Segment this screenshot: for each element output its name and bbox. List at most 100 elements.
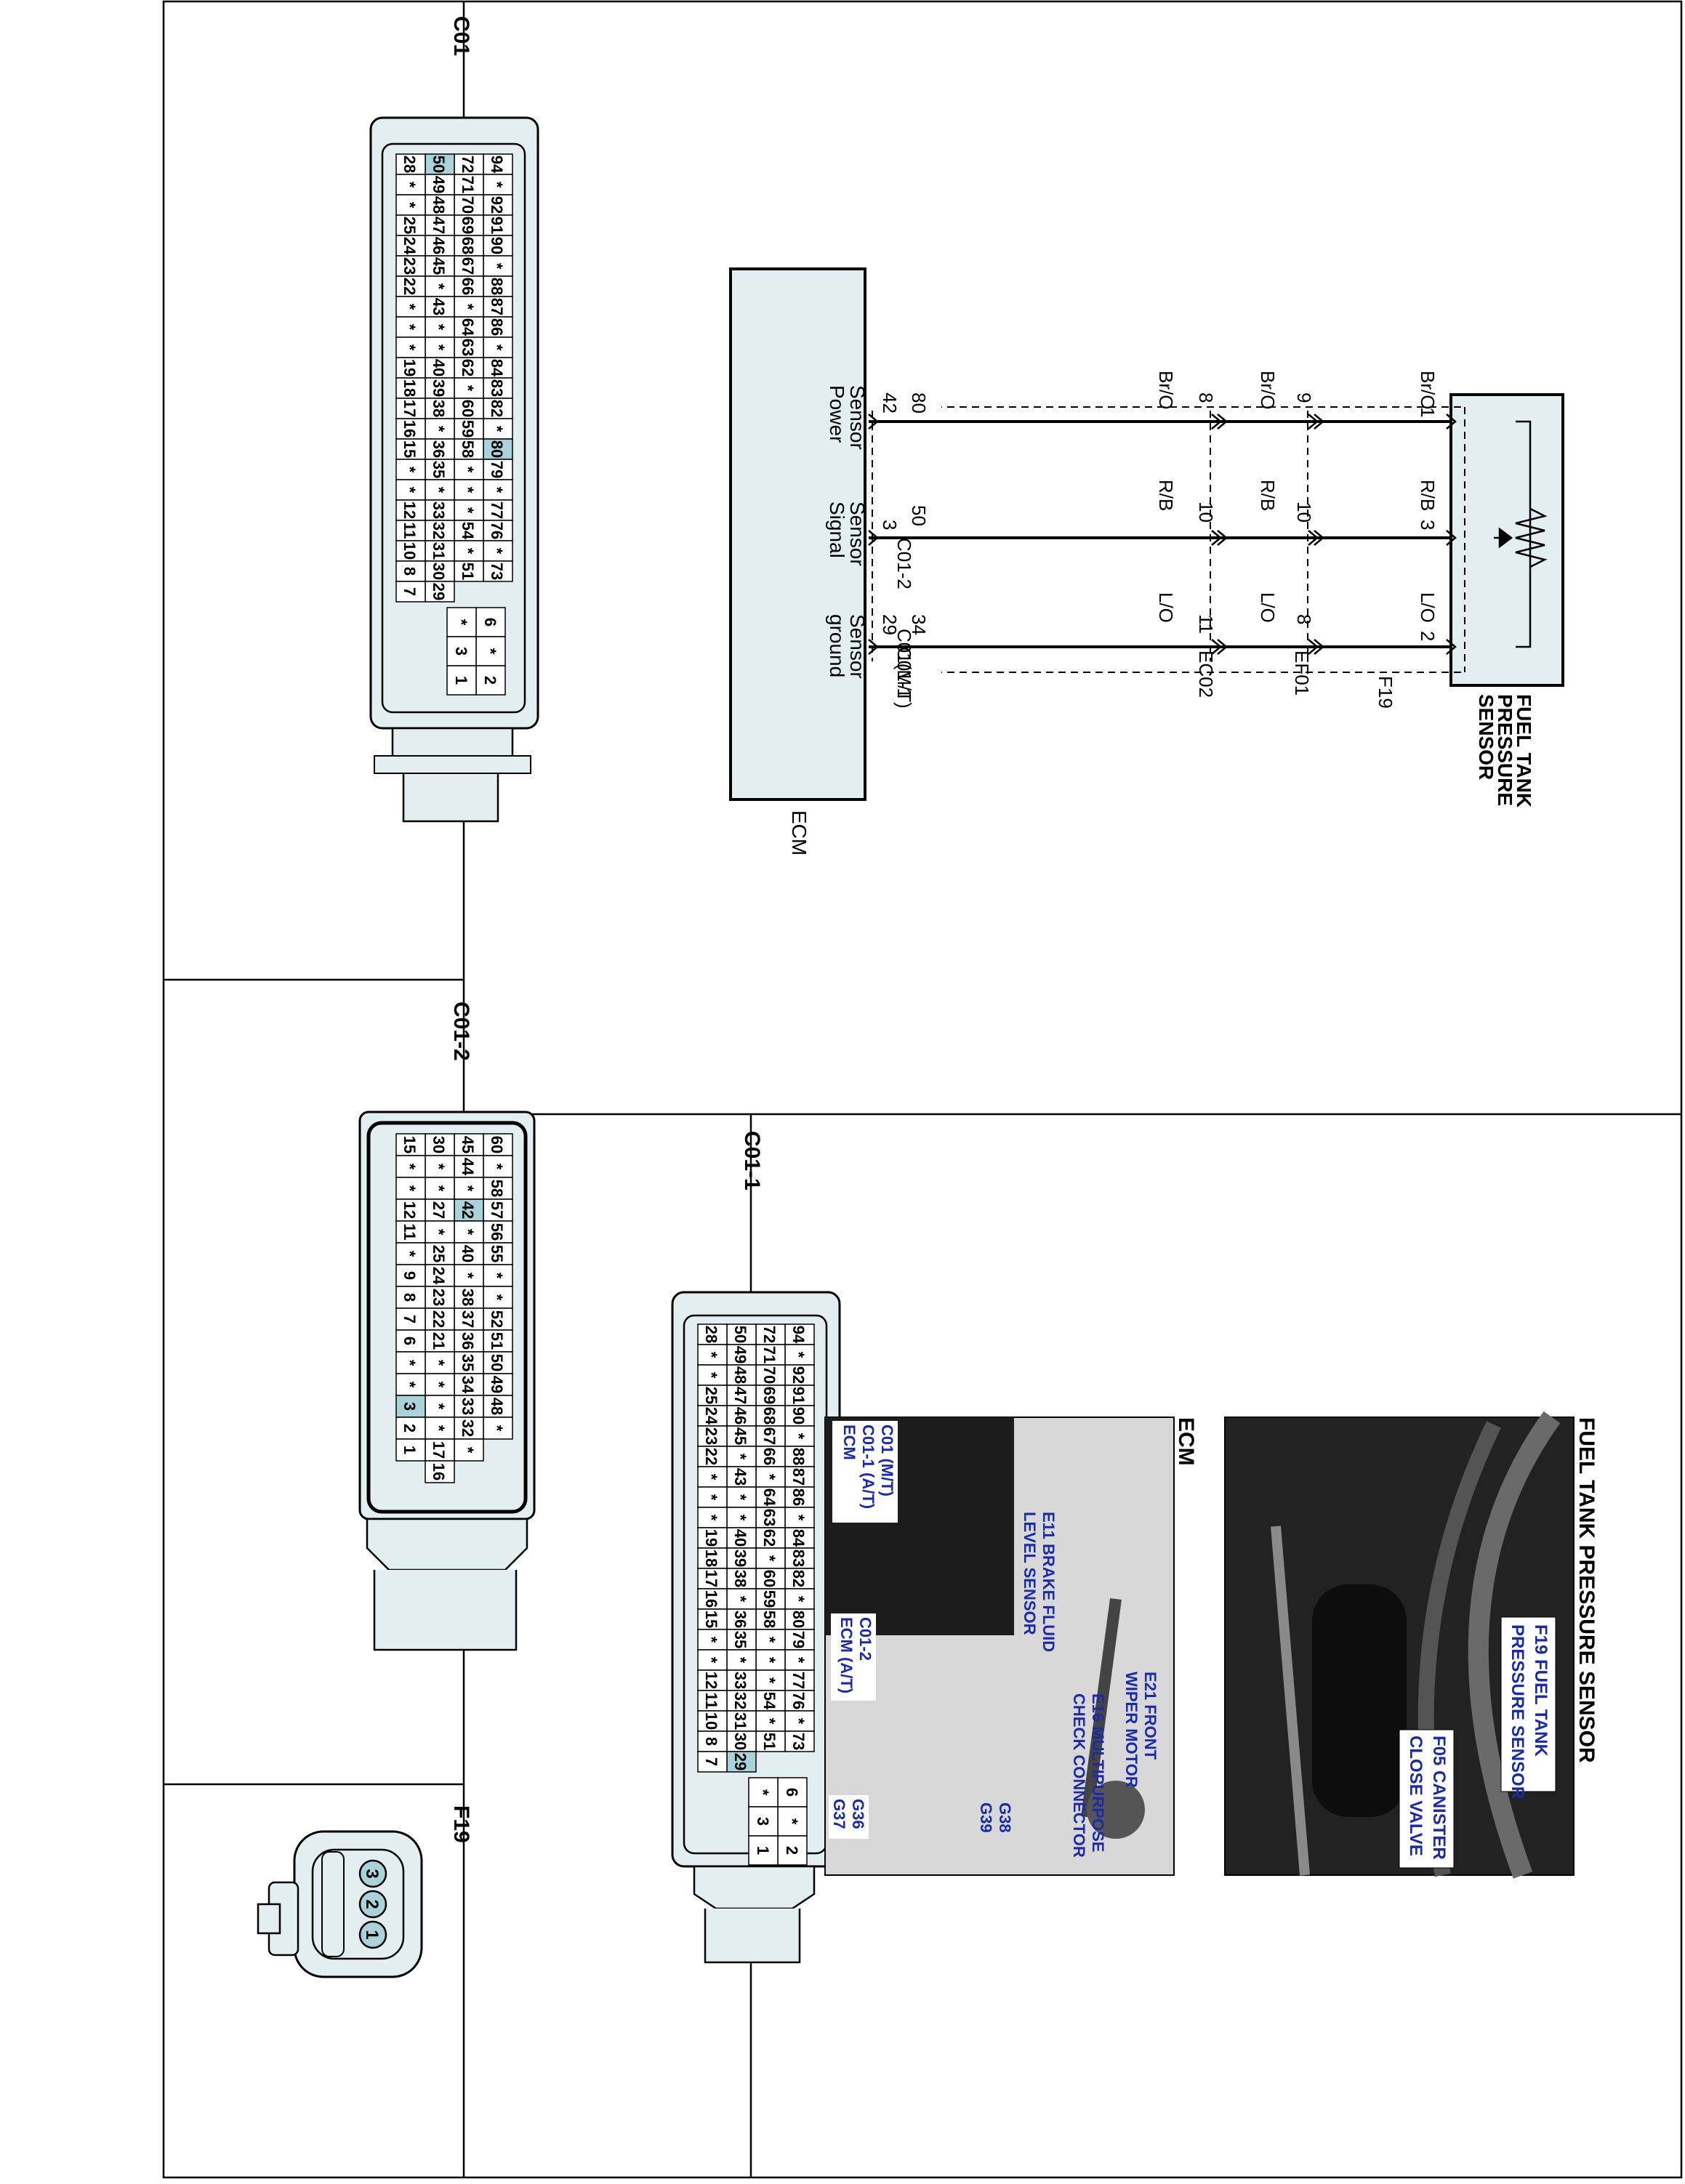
c01-2-pin-label: * bbox=[430, 1425, 448, 1432]
c01-1-pin-label: 84 bbox=[789, 1529, 808, 1547]
c01-2-pin-label: 38 bbox=[459, 1289, 477, 1306]
c01-pin-label: 47 bbox=[430, 217, 448, 234]
diagram-sheet: C01 C01-2 F19 C01-1 94*929190*888786*848… bbox=[162, 0, 1683, 2179]
sensor-signal-color-1: R/B bbox=[1417, 480, 1439, 511]
c01-1-pin-label: 86 bbox=[789, 1488, 808, 1506]
c01-1-pin-label: 87 bbox=[789, 1468, 808, 1486]
c01-1-pin-label: 16 bbox=[702, 1590, 720, 1608]
c01-2-pin-label: 36 bbox=[459, 1332, 477, 1350]
c01-1-pin-label: * bbox=[789, 1352, 808, 1358]
c01-2-pin-label: 34 bbox=[459, 1376, 477, 1394]
svg-text:E21 FRONT WIPER MOTO: E21 FRONT WIPER MOTOR bbox=[1122, 1672, 1159, 1788]
c01-1-pin-label: 30 bbox=[731, 1733, 749, 1750]
c01-1-pin-label: 47 bbox=[731, 1387, 749, 1404]
sensor-ground-color-3: L/O bbox=[1155, 592, 1177, 623]
c01-pin-label: 30 bbox=[430, 563, 448, 580]
c01-2-pin-label: 15 bbox=[401, 1136, 419, 1153]
c01-pin-label: * bbox=[459, 548, 477, 555]
c01-1-pin-label: 77 bbox=[789, 1672, 808, 1689]
c01-1-pin-label: 45 bbox=[731, 1427, 749, 1445]
c01-pin-label: * bbox=[488, 182, 506, 188]
svg-text:E11 BRAKE FLUID LEVE: E11 BRAKE FLUID LEVEL SENSOR bbox=[1021, 1512, 1058, 1656]
c01-pin-label: * bbox=[401, 344, 419, 351]
ecm-label: ECM bbox=[788, 810, 811, 855]
c01-pin-label: * bbox=[459, 467, 477, 473]
c01-pin-label: 67 bbox=[459, 257, 477, 275]
c01-small-pin-label: * bbox=[481, 648, 499, 655]
c01-pin-label: * bbox=[401, 182, 419, 188]
c01-1-pin-grid: 94*929190*888786*848382*8079*7776*737271… bbox=[697, 1323, 815, 1866]
c01-1-pin-label: * bbox=[731, 1515, 749, 1521]
f19-connector: 3 2 1 bbox=[257, 1830, 423, 1978]
c01-2-pin-label: * bbox=[459, 1229, 477, 1236]
c01-1-pin-label: 11 bbox=[702, 1692, 720, 1709]
c01-1-pin-label: 38 bbox=[731, 1570, 749, 1587]
c01-1-small-pin-label: * bbox=[783, 1818, 801, 1825]
c01-pin-label: 39 bbox=[430, 379, 448, 397]
c01-2-panel-title: C01-2 bbox=[449, 1002, 473, 1061]
c01-pin-label: 86 bbox=[488, 318, 506, 336]
c01-1-pin-label: 79 bbox=[789, 1631, 808, 1648]
c01-pin-label: 35 bbox=[430, 461, 448, 478]
f19-pin-2: 2 bbox=[362, 1899, 382, 1909]
c01-1-pin-label: 76 bbox=[789, 1692, 808, 1709]
c01-1-pin-label: 88 bbox=[789, 1448, 808, 1465]
c01-1-small-pin-cell bbox=[748, 1835, 779, 1866]
c01-pin-label: 72 bbox=[459, 156, 477, 173]
c01-1-pin-label: 82 bbox=[789, 1570, 808, 1587]
c01-1-small-pin-label: * bbox=[754, 1789, 772, 1796]
c01-2-pin-label: 21 bbox=[430, 1332, 448, 1350]
sensor-ground-ec02-pin: 11 bbox=[1195, 614, 1217, 634]
c01-1-pin-label: 25 bbox=[702, 1387, 720, 1404]
c01-pin-label: 23 bbox=[401, 257, 419, 275]
c01-2-pin-label: * bbox=[459, 1185, 477, 1192]
sensor-ground-ecm-pin-b: 29 bbox=[879, 614, 901, 635]
c01-pin-label: 77 bbox=[488, 501, 506, 519]
sensor-signal-pin: 3 bbox=[1417, 520, 1439, 530]
c01-1-pin-label: * bbox=[731, 1596, 749, 1603]
c01-2-pin-label: * bbox=[401, 1164, 419, 1170]
c01-1-pin-label: * bbox=[731, 1454, 749, 1460]
c01-2-pin-label: 27 bbox=[430, 1201, 448, 1219]
fuel-tank-pressure-sensor-label: FUEL TANK PRESSURE SENSOR bbox=[1475, 694, 1535, 813]
c01-1-pin-label: 49 bbox=[731, 1346, 749, 1363]
c01-1-small-pin-label: 2 bbox=[783, 1846, 801, 1855]
c01-2-pin-label: 35 bbox=[459, 1354, 477, 1371]
sensor-signal-color-3: R/B bbox=[1155, 480, 1177, 511]
sensor-signal-ecm-pin-a: 50 bbox=[908, 505, 930, 526]
c01-1-pin-label: 33 bbox=[731, 1672, 749, 1689]
c01-2-pin-label: * bbox=[430, 1382, 448, 1388]
c01-pin-label: 49 bbox=[430, 176, 448, 193]
c01-1-pin-label: 73 bbox=[789, 1733, 808, 1750]
c01-1-pin-label: 68 bbox=[760, 1407, 779, 1425]
c01-2-pin-label: * bbox=[401, 1251, 419, 1257]
sensor-ground-color-2: L/O bbox=[1257, 592, 1279, 623]
c01-1-pin-label: * bbox=[702, 1352, 720, 1358]
c01-1-pin-label: * bbox=[702, 1657, 720, 1664]
c01-pin-label: 83 bbox=[488, 379, 506, 397]
c01-pin-label: 60 bbox=[459, 400, 477, 417]
c01-2-pin-label: 11 bbox=[401, 1223, 419, 1240]
c01-1-pin-label: * bbox=[760, 1555, 779, 1562]
c01-pin-label: 59 bbox=[459, 420, 477, 438]
c01-pin-label: 73 bbox=[488, 563, 506, 580]
f19-callout: F19 FUEL TANK PRESSURE SENSOR bbox=[1500, 1616, 1556, 1799]
c01-2-pin-label: 24 bbox=[430, 1267, 448, 1285]
svg-text:C01-2 ECM (A/T): C01-2 ECM (A/T) bbox=[837, 1617, 874, 1693]
c01-pin-label: 33 bbox=[430, 501, 448, 519]
c01-1-pin-label: 7 bbox=[702, 1757, 720, 1766]
c01-pin-label: 66 bbox=[459, 278, 477, 295]
f19-pin-3: 3 bbox=[362, 1869, 382, 1878]
c01-1-pin-label: 94 bbox=[789, 1326, 808, 1344]
svg-text:F19 FUEL TANK PRESSU: F19 FUEL TANK PRESSURE SENSOR bbox=[1508, 1624, 1551, 1799]
c01-1-pin-label: 48 bbox=[731, 1366, 749, 1384]
c01-2-pin-label: * bbox=[401, 1382, 419, 1388]
c01-2-pin-label: 60 bbox=[488, 1136, 506, 1153]
c01-1-pin-label: 50 bbox=[731, 1326, 749, 1343]
c01-1-pin-label: * bbox=[760, 1474, 779, 1480]
c01-1-pin-label: * bbox=[731, 1657, 749, 1664]
c01-pin-label: * bbox=[401, 467, 419, 473]
c01-pin-label: 16 bbox=[401, 420, 419, 438]
c01-1-pin-label: * bbox=[702, 1494, 720, 1501]
